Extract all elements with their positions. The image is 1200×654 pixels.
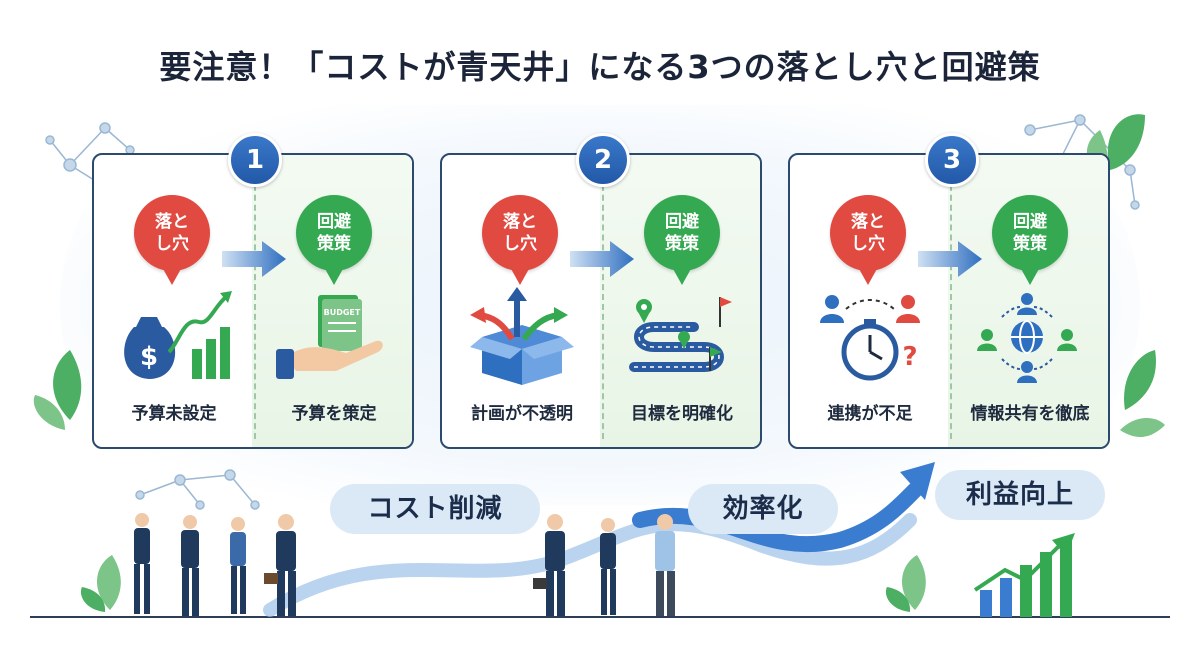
leaf-icon-left <box>33 350 82 430</box>
bar-chart-icon <box>973 533 1075 617</box>
arrow-right-icon <box>918 241 982 277</box>
solution-label: 目標を明確化 <box>631 404 733 424</box>
leaf-icon-bottom-left <box>80 555 121 612</box>
progress-wave <box>263 513 917 617</box>
arrow-right-icon <box>222 241 286 277</box>
arrow-right-icon <box>570 241 634 277</box>
pitfall-card-1: 落とし穴 回避策策 $ BUDGET 予算未設定 予算を策定 <box>92 153 414 449</box>
pitfall-card-2: 落とし穴 回避策策 計画が不透明 目標を明確化 <box>440 153 762 449</box>
network-people-icon <box>977 293 1077 383</box>
outcome-profit-increase: 利益向上 <box>935 470 1105 520</box>
box-arrows-icon <box>470 287 574 385</box>
money-bag-chart-icon: $ <box>124 291 232 379</box>
pitfall-badge: 落とし穴 <box>134 195 210 285</box>
solution-badge: 回避策策 <box>296 195 372 285</box>
solution-label: 予算を策定 <box>291 404 377 424</box>
solution-label: 情報共有を徹底 <box>970 404 1090 424</box>
roadmap-icon <box>629 297 732 372</box>
card-divider <box>602 165 604 439</box>
step-number-2: 2 <box>576 133 630 187</box>
outcome-efficiency: 効率化 <box>688 484 838 534</box>
pitfall-label: 連携が不足 <box>827 404 913 424</box>
business-people-group-left <box>134 513 296 616</box>
pitfall-card-3: 落とし穴 回避策策 ? 連携が不足 情報共有を徹底 <box>788 153 1110 449</box>
growth-arrow-head <box>900 462 935 500</box>
pitfall-badge: 落とし穴 <box>830 195 906 285</box>
card-divider <box>254 165 256 439</box>
budget-hand-icon: BUDGET <box>276 295 383 379</box>
svg-text:$: $ <box>140 342 158 372</box>
outcome-cost-reduction: コスト削減 <box>330 484 540 534</box>
clock-people-icon: ? <box>820 295 920 381</box>
svg-text:BUDGET: BUDGET <box>324 308 361 317</box>
network-icon-bottom <box>135 469 260 510</box>
page-title: 要注意！「コストが青天井」になる3つの落とし穴と回避策 <box>159 48 1041 86</box>
step-number-1: 1 <box>228 133 282 187</box>
svg-text:?: ? <box>902 342 917 372</box>
pitfall-badge: 落とし穴 <box>482 195 558 285</box>
step-number-3: 3 <box>925 133 979 187</box>
leaf-icon-bottom-right <box>885 555 926 612</box>
solution-badge: 回避策策 <box>992 195 1068 285</box>
solution-badge: 回避策策 <box>644 195 720 285</box>
leaf-icon-right <box>1120 350 1165 437</box>
pitfall-label: 計画が不透明 <box>471 404 573 424</box>
card-divider <box>950 165 952 439</box>
business-people-group-middle <box>533 514 675 616</box>
pitfall-label: 予算未設定 <box>131 404 217 424</box>
